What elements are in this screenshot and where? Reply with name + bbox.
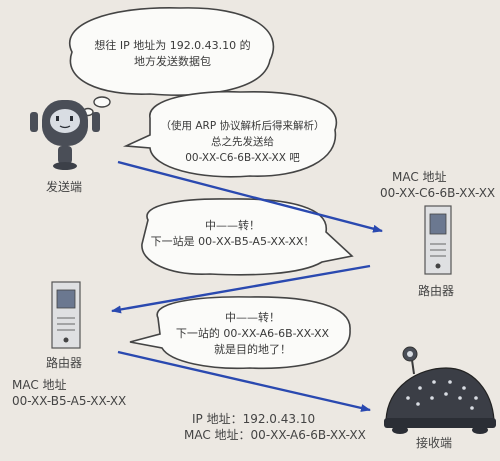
thought-bubble-1 <box>69 7 275 117</box>
router-right-mac-label: MAC 地址 <box>392 170 447 184</box>
receiver-label: 接收端 <box>416 436 453 450</box>
bubble-1-line-1: 想往 IP 地址为 192.0.43.10 的 <box>94 39 251 52</box>
bubble-4-line-2: 下一站的 00-XX-A6-6B-XX-XX <box>175 327 330 340</box>
router-right-icon <box>424 205 452 275</box>
arrow-sender-to-router <box>117 160 383 233</box>
bubble-3-text: 中——转！ 下一站是 00-XX-B5-A5-XX-XX！ <box>140 218 325 250</box>
receiver-ip-line: IP 地址：192.0.43.10 <box>192 412 316 426</box>
arrow-router-to-receiver <box>117 350 371 412</box>
router-left-icon <box>51 281 81 349</box>
bubble-4-text: 中——转！ 下一站的 00-XX-A6-6B-XX-XX 就是目的地了！ <box>160 310 345 358</box>
speech-bubble-3 <box>141 198 354 276</box>
bubble-3-line-1: 中——转！ <box>205 219 260 232</box>
bubble-1-text: 想往 IP 地址为 192.0.43.10 的 地方发送数据包 <box>80 38 265 70</box>
sender-label: 发送端 <box>46 180 83 194</box>
receiver-dome-icon <box>384 346 496 434</box>
arrow-router-to-router <box>111 264 371 314</box>
sender-robot-icon <box>30 100 100 170</box>
router-left-mac-label: MAC 地址 <box>12 378 67 392</box>
bubble-4-line-3: 就是目的地了！ <box>214 343 291 356</box>
bubble-3-line-2: 下一站是 00-XX-B5-A5-XX-XX！ <box>150 235 315 248</box>
bubble-1-line-2: 地方发送数据包 <box>134 55 211 68</box>
bubble-2-text: （使用 ARP 协议解析后得来解析） 总之先发送给 00-XX-C6-6B-XX… <box>150 118 335 166</box>
router-right-label: 路由器 <box>418 284 455 298</box>
bubble-2-line-1: （使用 ARP 协议解析后得来解析） <box>160 120 325 132</box>
router-right-mac-address: 00-XX-C6-6B-XX-XX <box>380 186 496 200</box>
bubble-4-line-1: 中——转！ <box>225 311 280 324</box>
router-left-label: 路由器 <box>46 356 83 370</box>
bubble-2-line-2: 总之先发送给 <box>211 136 274 148</box>
router-left-mac-address: 00-XX-B5-A5-XX-XX <box>12 394 127 408</box>
speech-bubble-2 <box>122 90 338 178</box>
speech-bubble-4 <box>129 296 351 370</box>
bubble-2-line-3: 00-XX-C6-6B-XX-XX 吧 <box>185 152 300 164</box>
receiver-mac-line: MAC 地址：00-XX-A6-6B-XX-XX <box>184 428 366 442</box>
